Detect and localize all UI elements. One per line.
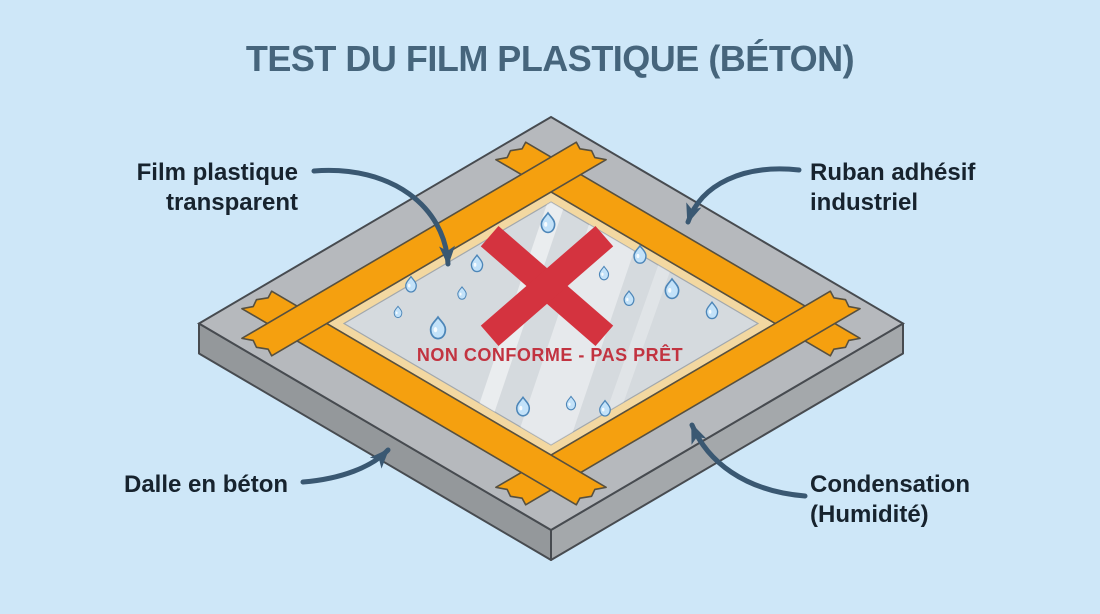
- label-film-plastique: Film plastique transparent: [137, 158, 298, 218]
- label-ruban-adhesif: Ruban adhésif industriel: [810, 158, 975, 218]
- red-x-icon: [480, 225, 614, 347]
- label-dalle-beton: Dalle en béton: [124, 471, 289, 498]
- label-cond-line1: Condensation: [810, 471, 970, 498]
- callout-arrows: [300, 166, 808, 499]
- arrow-dalle-beton: [300, 447, 391, 485]
- label-condensation: Condensation (Humidité): [810, 470, 970, 530]
- label-film-line2: transparent: [165, 189, 298, 216]
- arrow-ruban-adhesif: [685, 166, 802, 225]
- label-tape-line2: industriel: [810, 189, 919, 216]
- arrow-film-plastique: [311, 167, 456, 267]
- verdict-text: NON CONFORME - PAS PRÊT: [416, 345, 684, 365]
- label-film-line1: Film plastique: [136, 159, 298, 186]
- arrow-condensation: [689, 422, 808, 499]
- page-title: TEST DU FILM PLASTIQUE (BÉTON): [245, 38, 855, 79]
- label-cond-line2: (Humidité): [810, 501, 929, 528]
- label-tape-line1: Ruban adhésif: [810, 159, 976, 186]
